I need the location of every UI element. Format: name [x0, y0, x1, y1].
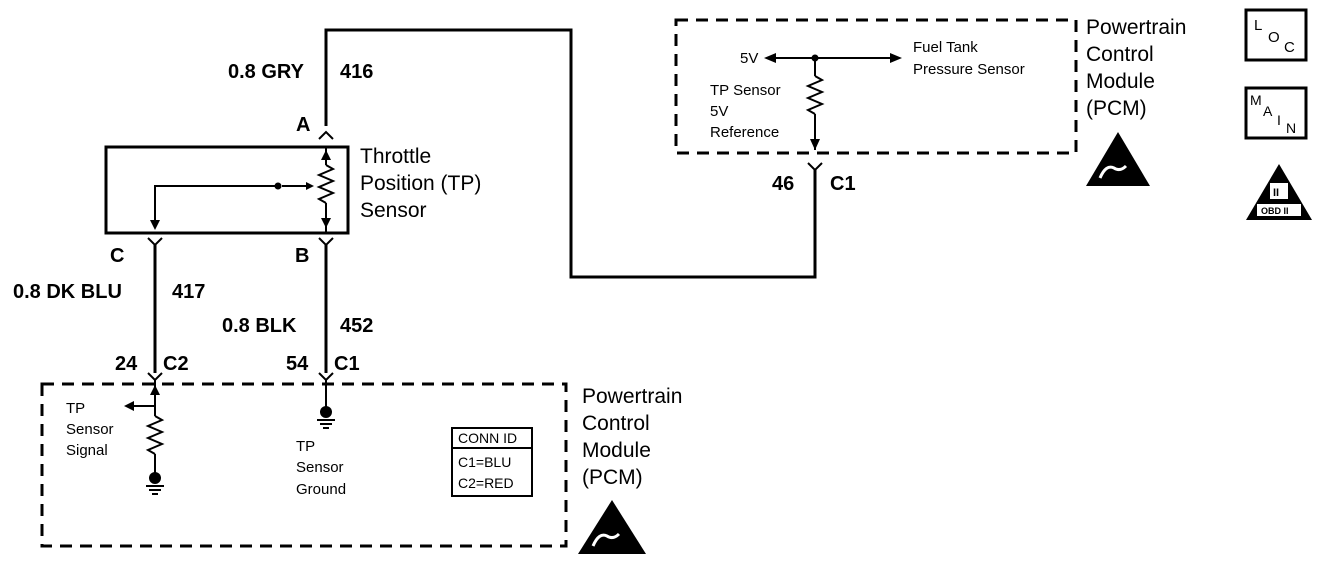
- connector-c2-label: C2: [163, 353, 189, 375]
- ground-icon: [146, 472, 164, 495]
- pcm-top-border: [674, 18, 1078, 155]
- connector-icon: [807, 162, 823, 172]
- ref-label-3: Reference: [710, 124, 779, 141]
- pcm-bottom-title-3: Module: [582, 439, 651, 462]
- ground-label-1: TP: [296, 438, 315, 455]
- signal-label-1: TP: [66, 400, 85, 417]
- ground-label-2: Sensor: [296, 459, 344, 476]
- svg-text:OBD II: OBD II: [1261, 206, 1289, 216]
- wire-417-gauge: 0.8 DK BLU: [13, 281, 122, 303]
- svg-text:O: O: [1268, 29, 1280, 46]
- wire-416-gauge: 0.8 GRY: [228, 61, 305, 83]
- connector-icon: [318, 372, 334, 382]
- arrow-down-icon: [810, 139, 820, 150]
- conn-id-title: CONN ID: [458, 430, 517, 446]
- sensor-housing: [104, 145, 350, 235]
- resistor-icon: [145, 415, 165, 455]
- pcm-top-title-3: Module: [1086, 70, 1155, 93]
- resistor-icon: [316, 164, 336, 204]
- arrow-left-icon: [764, 53, 776, 63]
- loc-icon: L O C: [1244, 8, 1308, 62]
- pin-46-label: 46: [772, 173, 794, 195]
- pcm-top-title-1: Powertrain: [1086, 16, 1186, 39]
- pin-c-label: C: [110, 245, 124, 267]
- wiper-line: [154, 185, 278, 228]
- svg-text:A: A: [1263, 103, 1273, 119]
- pcm-bottom-title-4: (PCM): [582, 466, 643, 489]
- svg-text:I: I: [1277, 112, 1281, 128]
- fuel-tank-label-2: Pressure Sensor: [913, 61, 1025, 78]
- resistor-icon: [805, 75, 825, 115]
- tp-sensor: A Throttle Position (TP) Sensor C B: [104, 114, 481, 267]
- arrow-down-icon: [321, 218, 331, 228]
- ref-label-1: TP Sensor: [710, 82, 781, 99]
- conn-id-box: CONN ID C1=BLU C2=RED: [451, 427, 533, 497]
- wire-416: [324, 28, 817, 279]
- obd-ii-icon: II OBD II: [1246, 164, 1312, 220]
- conn-id-c2: C2=RED: [458, 475, 514, 491]
- arrow-up-icon: [150, 385, 160, 395]
- pcm-bottom-module: 24 C2 54 C1 TP Sensor Signal TP: [40, 353, 682, 554]
- svg-text:N: N: [1286, 120, 1296, 136]
- pin-24-label: 24: [115, 353, 138, 375]
- wire-417-circuit: 417: [172, 281, 205, 303]
- pin-b-label: B: [295, 245, 309, 267]
- wire-452-gauge: 0.8 BLK: [222, 315, 297, 337]
- pcm-top-connector: 46 C1: [772, 162, 856, 195]
- sensor-name-1: Throttle: [360, 145, 431, 168]
- pcm-top-module: 5V Fuel Tank Pressure Sensor TP Sensor 5…: [674, 16, 1186, 186]
- ground-icon: [317, 406, 335, 429]
- svg-text:II: II: [1273, 187, 1279, 199]
- conn-id-c1: C1=BLU: [458, 454, 511, 470]
- svg-text:M: M: [1250, 92, 1262, 108]
- pcm-bottom-title-2: Control: [582, 412, 650, 435]
- supply-5v-label: 5V: [740, 50, 758, 67]
- esd-warning-icon: [1086, 132, 1150, 186]
- sensor-name-2: Position (TP): [360, 172, 481, 195]
- arrow-up-icon: [321, 150, 331, 160]
- connector-c1-top-label: C1: [830, 173, 856, 195]
- pin-54-label: 54: [286, 353, 309, 375]
- pcm-bottom-border: [40, 382, 568, 548]
- esd-warning-icon: [578, 500, 646, 554]
- sensor-name-3: Sensor: [360, 199, 427, 222]
- arrow-down-icon: [150, 220, 160, 230]
- main-icon: M A I N: [1244, 86, 1308, 140]
- connector-icon: [147, 372, 163, 382]
- arrow-right-icon: [890, 53, 902, 63]
- ground-label-3: Ground: [296, 481, 346, 498]
- wire-416-circuit: 416: [340, 61, 373, 83]
- connector-icon: [147, 237, 163, 247]
- pcm-top-title-4: (PCM): [1086, 97, 1147, 120]
- fuel-tank-label-1: Fuel Tank: [913, 39, 978, 56]
- connector-c1-bottom-label: C1: [334, 353, 360, 375]
- pcm-bottom-title-1: Powertrain: [582, 385, 682, 408]
- wire-452-circuit: 452: [340, 315, 373, 337]
- svg-text:C: C: [1284, 39, 1295, 56]
- connector-icon: [318, 237, 334, 247]
- signal-label-3: Signal: [66, 442, 108, 459]
- svg-text:L: L: [1254, 17, 1262, 34]
- arrow-left-icon: [124, 401, 134, 411]
- pcm-top-title-2: Control: [1086, 43, 1154, 66]
- connector-icon: [318, 130, 334, 140]
- signal-label-2: Sensor: [66, 421, 114, 438]
- pin-a-label: A: [296, 114, 310, 136]
- ref-label-2: 5V: [710, 103, 728, 120]
